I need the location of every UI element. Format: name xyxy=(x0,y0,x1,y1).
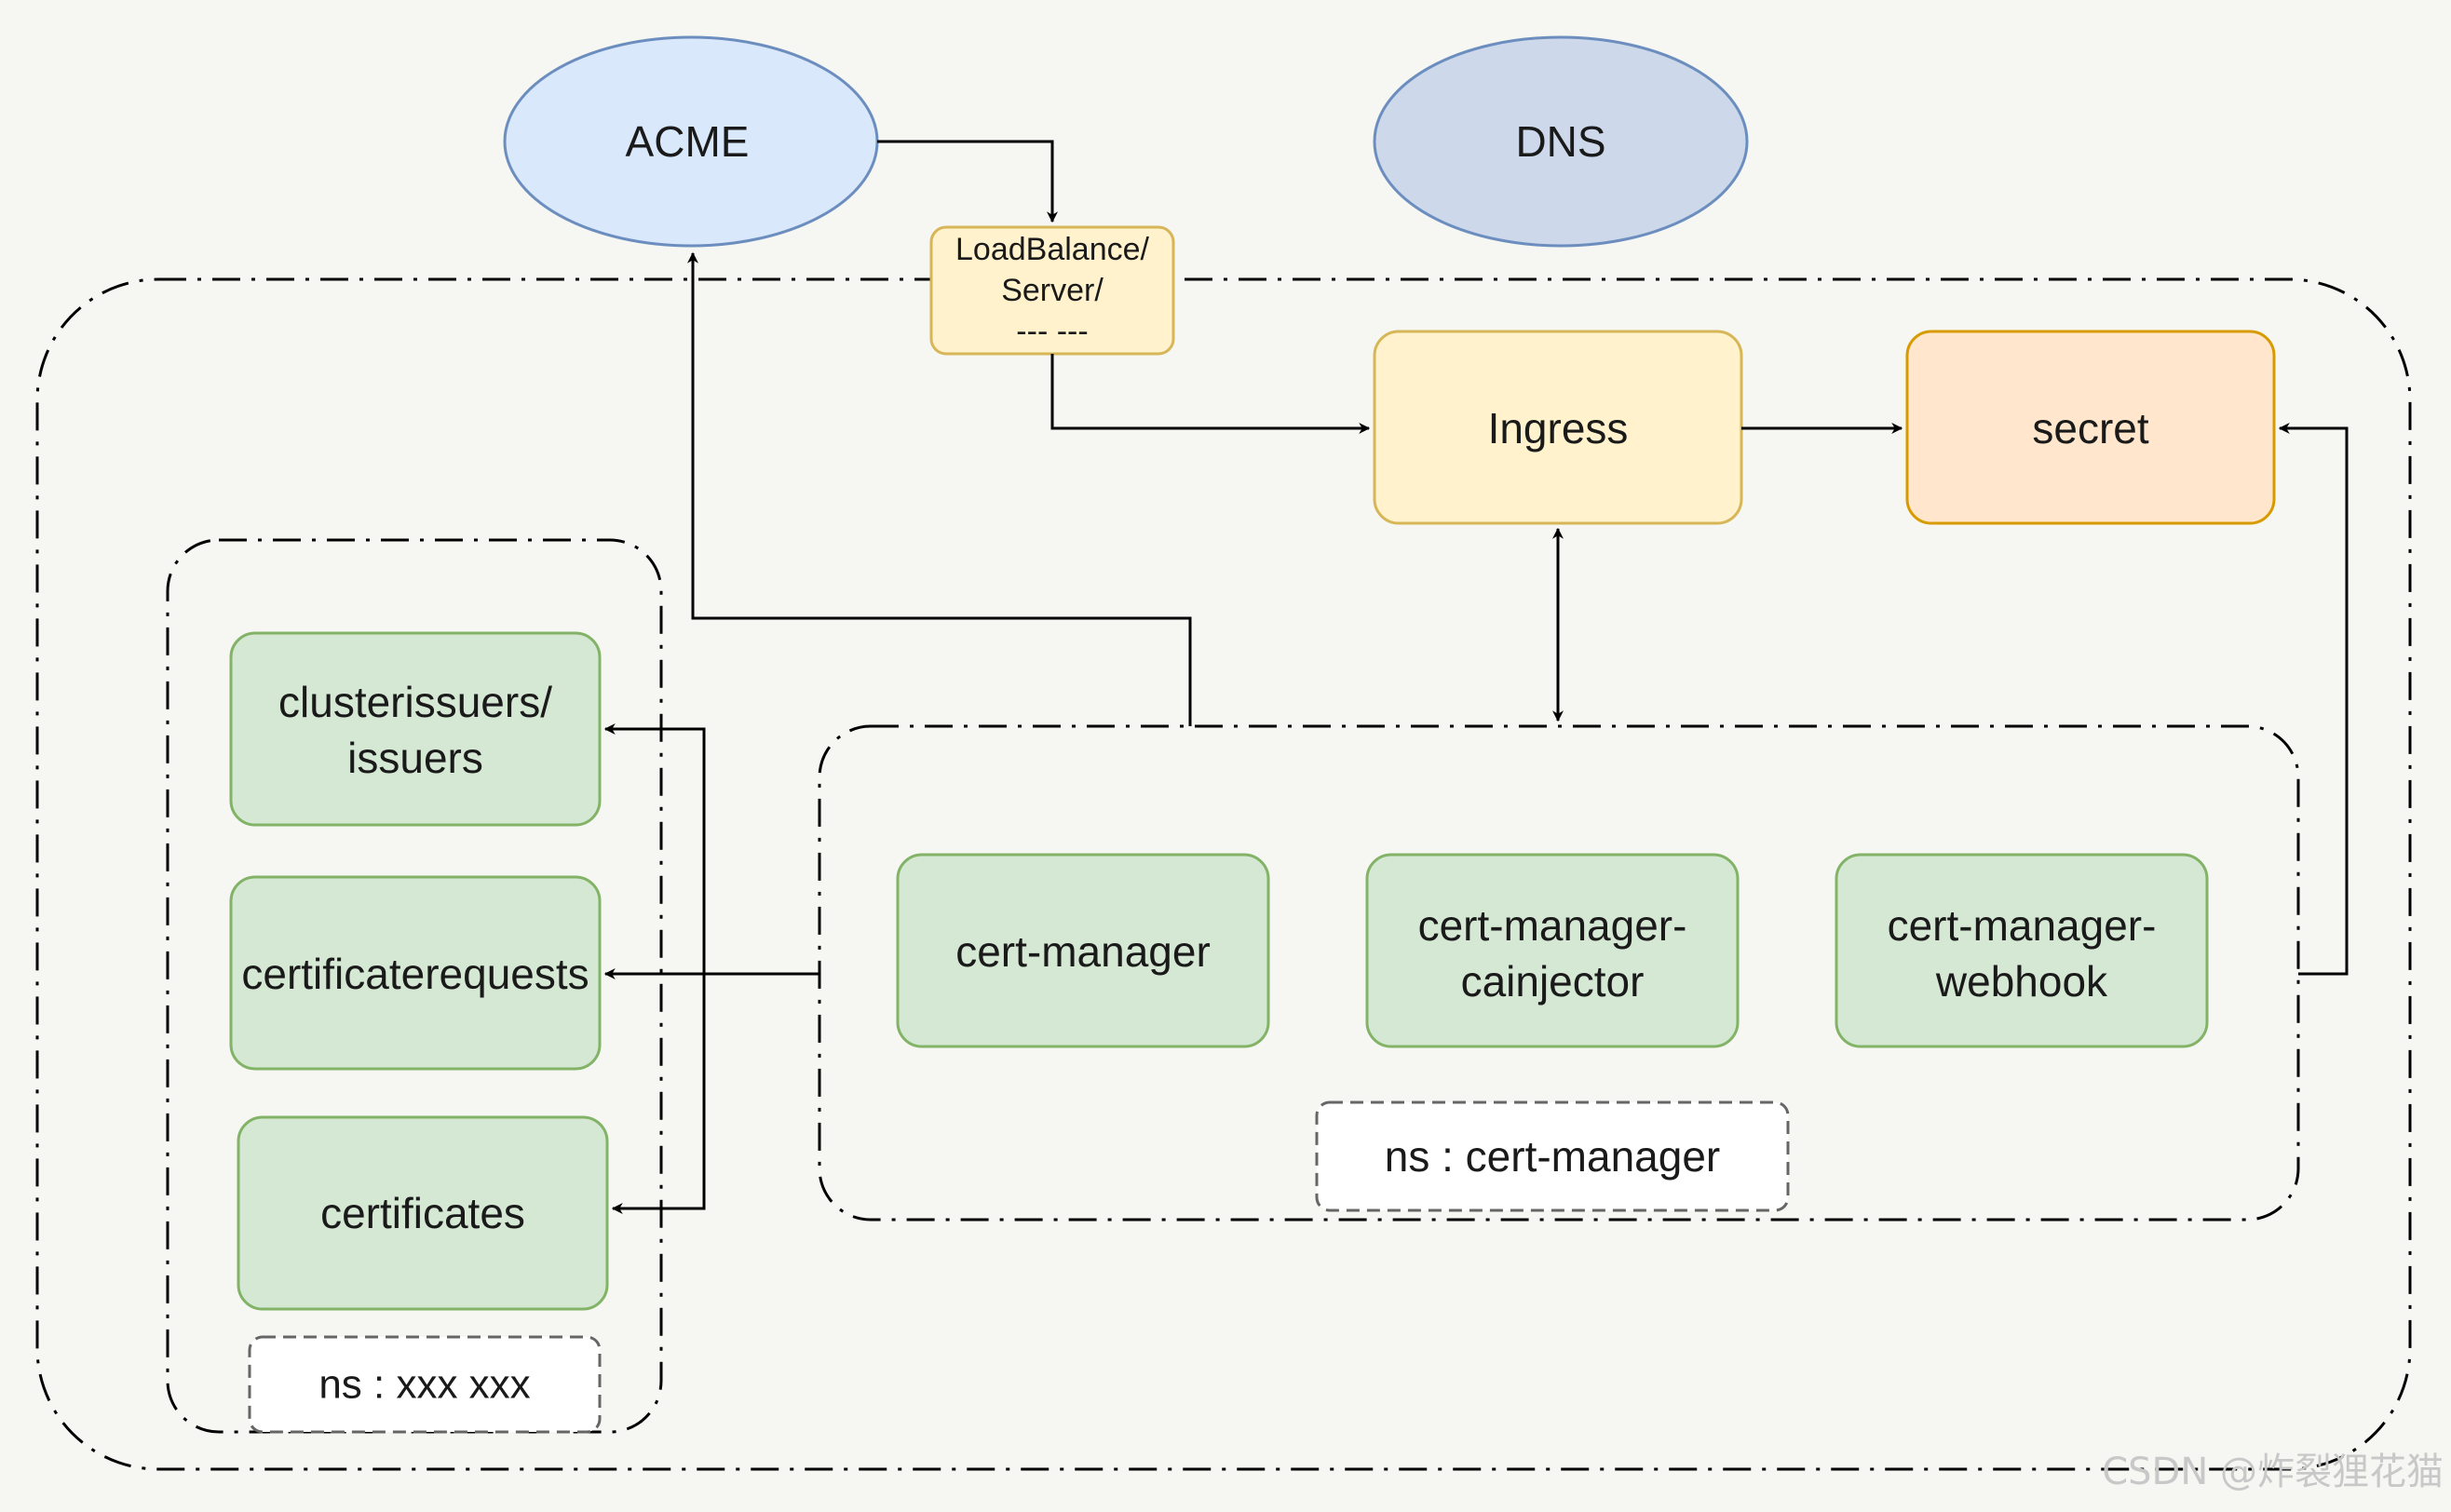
edge-loadbalance-to-ingress xyxy=(1050,354,1371,434)
certificates-node: certificates xyxy=(237,1115,609,1311)
cluster-boundary xyxy=(35,277,2412,1471)
webhook-node: cert-manager- webhook xyxy=(1835,853,2209,1048)
clusterissuers-label-line1: clusterissuers/ xyxy=(278,678,552,726)
secret-node: secret xyxy=(1905,330,2276,525)
acme-node: ACME xyxy=(503,35,879,248)
certificaterequests-node: certificaterequests xyxy=(229,875,602,1071)
loadbalance-label-line3: --- --- xyxy=(1016,314,1088,349)
secret-label: secret xyxy=(2032,404,2148,452)
edge-to-certificates xyxy=(611,974,706,1214)
certificates-label: certificates xyxy=(320,1189,525,1237)
acme-label: ACME xyxy=(626,117,750,166)
cainjector-node: cert-manager- cainjector xyxy=(1365,853,1740,1048)
loadbalance-label-line1: LoadBalance/ xyxy=(955,232,1150,267)
dns-node: DNS xyxy=(1373,35,1749,248)
webhook-label-line2: webhook xyxy=(1935,957,2108,1006)
namespace-cert-manager-label-box: ns : cert-manager xyxy=(1315,1100,1790,1212)
certificaterequests-label: certificaterequests xyxy=(241,950,589,998)
dns-label: DNS xyxy=(1515,117,1605,166)
clusterissuers-label-line2: issuers xyxy=(347,734,483,782)
cainjector-label-line2: cainjector xyxy=(1461,957,1645,1006)
edge-webhook-to-secret xyxy=(2278,423,2349,976)
cert-manager-label: cert-manager xyxy=(955,927,1211,976)
edge-acme-to-loadbalance xyxy=(877,140,1058,223)
watermark: CSDN @炸裂狸花猫 xyxy=(2102,1451,2444,1493)
loadbalance-label-line2: Server/ xyxy=(1001,273,1104,308)
edge-to-clusterissuers xyxy=(603,723,706,974)
clusterissuers-node: clusterissuers/ issuers xyxy=(229,631,602,827)
namespace-xxx-label-box: ns : xxx xxx xyxy=(248,1335,602,1434)
namespace-xxx-label: ns : xxx xxx xyxy=(318,1362,530,1408)
cert-manager-node: cert-manager xyxy=(896,853,1270,1048)
webhook-label-line1: cert-manager- xyxy=(1888,901,2157,950)
namespace-cert-manager-label: ns : cert-manager xyxy=(1385,1132,1720,1181)
ingress-node: Ingress xyxy=(1373,330,1743,525)
edge-certmanager-to-acme xyxy=(687,251,1192,726)
ingress-label: Ingress xyxy=(1488,404,1629,452)
loadbalance-node: LoadBalance/ Server/ --- --- xyxy=(929,225,1175,356)
cainjector-label-line1: cert-manager- xyxy=(1418,901,1687,950)
